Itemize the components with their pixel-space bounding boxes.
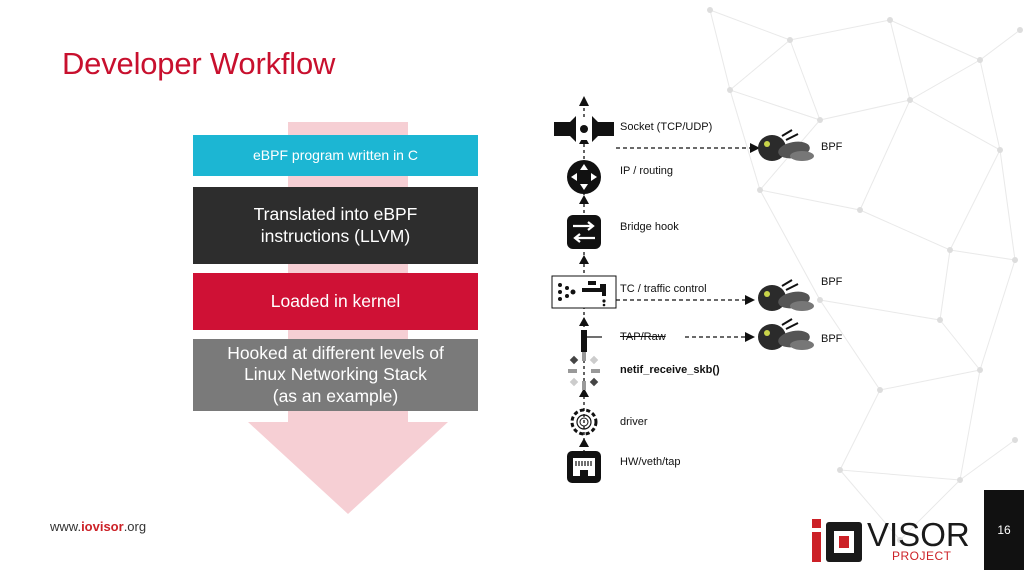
- hook-arrow-socket: [616, 143, 760, 153]
- page-number-box: 16: [984, 490, 1024, 570]
- footer-website-link[interactable]: www.iovisor.org: [50, 519, 146, 534]
- layer-label-driver: driver: [620, 416, 648, 428]
- workflow-step-hook-stack: Hooked at different levels of Linux Netw…: [193, 339, 478, 411]
- axis-arrow-head-icon: [579, 438, 589, 447]
- hook-arrow-tc: [616, 295, 755, 305]
- workflow-step-translate-llvm: Translated into eBPF instructions (LLVM): [193, 187, 478, 264]
- workflow-step-load-kernel: Loaded in kernel: [193, 273, 478, 330]
- step-line: Hooked at different levels of: [227, 342, 444, 363]
- url-brand: iovisor: [81, 519, 124, 534]
- layer-label-tc: TC / traffic control: [620, 283, 707, 295]
- gear-icon: [570, 408, 598, 436]
- step-line: Linux Networking Stack: [244, 364, 427, 385]
- ethernet-port-icon: [567, 451, 601, 483]
- page-number: 16: [997, 523, 1011, 537]
- layer-label-hw: HW/veth/tap: [620, 456, 681, 468]
- bpf-bee-icon: [758, 279, 814, 311]
- bpf-bee-icon: [758, 318, 814, 350]
- layer-label-ip-routing: IP / routing: [620, 165, 673, 177]
- step-line: instructions (LLVM): [260, 225, 411, 246]
- network-background-pattern: [707, 7, 1023, 543]
- step-line: (as an example): [272, 385, 399, 406]
- bpf-label: BPF: [821, 333, 843, 345]
- axis-arrow-head-icon: [579, 96, 589, 106]
- hook-arrow-raw: [685, 332, 755, 342]
- iovisor-logo: VISOR PROJECT: [812, 517, 982, 565]
- url-suffix: .org: [123, 519, 147, 534]
- step-line: Loaded in kernel: [270, 290, 401, 311]
- workflow-step-write-c: eBPF program written in C: [193, 135, 478, 176]
- axis-arrow-head-icon: [579, 388, 589, 397]
- bridge-icon: [567, 215, 601, 249]
- stack-diagram-graphics: [551, 96, 814, 483]
- layer-label-bridge-hook: Bridge hook: [620, 221, 679, 233]
- step-line: eBPF program written in C: [253, 146, 418, 163]
- slide-title: Developer Workflow: [62, 46, 336, 81]
- axis-arrow-head-icon: [579, 195, 589, 204]
- router-icon: [567, 160, 601, 194]
- socket-icon: [554, 116, 614, 142]
- bpf-bee-icon: [758, 129, 814, 161]
- step-line: Translated into eBPF: [253, 204, 418, 225]
- layer-label-tap-raw: TAP/Raw: [620, 331, 666, 343]
- layer-label-netif-receive-skb: netif_receive_skb(): [620, 364, 720, 376]
- url-prefix: www.: [50, 519, 82, 534]
- logo-subtitle: PROJECT: [892, 549, 952, 563]
- networking-stack-diagram: Socket (TCP/UDP) IP / routing Bridge hoo…: [540, 92, 870, 492]
- bpf-label: BPF: [821, 276, 843, 288]
- layer-label-socket: Socket (TCP/UDP): [620, 121, 713, 133]
- axis-arrow-head-icon: [579, 317, 589, 326]
- axis-arrow-head-icon: [579, 255, 589, 264]
- io-logo-mark-icon: [812, 519, 862, 562]
- raw-tap-icon: [581, 330, 602, 352]
- logo-wordmark: VISOR: [867, 516, 970, 553]
- tap-faucet-icon: [551, 275, 617, 309]
- spinner-icon: [568, 352, 600, 390]
- bpf-label: BPF: [821, 141, 843, 153]
